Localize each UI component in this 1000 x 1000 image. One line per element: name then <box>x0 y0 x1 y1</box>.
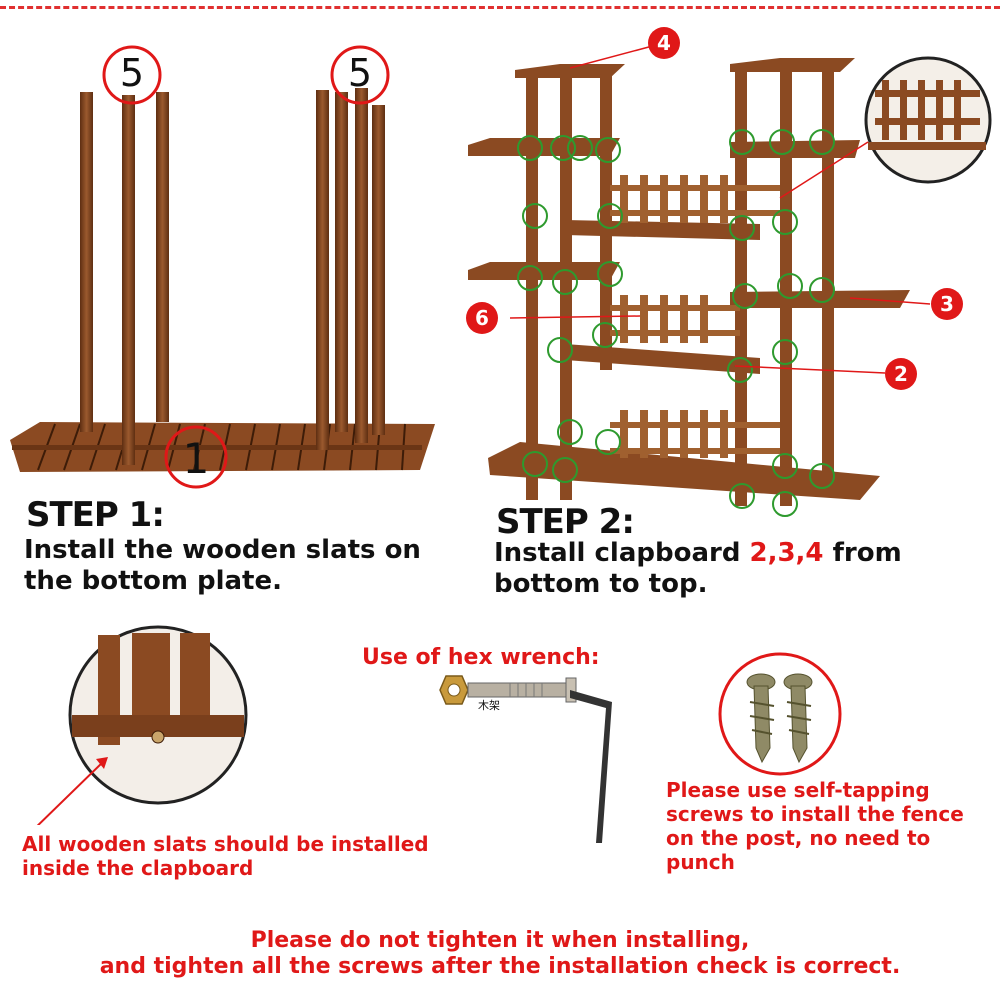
screws-note-line4: punch <box>666 850 735 874</box>
post <box>156 92 169 422</box>
slats-note-line1: All wooden slats should be installed <box>22 832 429 856</box>
step1-line1: Install the wooden slats on <box>24 535 421 565</box>
screws-note: Please use self-tapping screws to instal… <box>666 778 996 874</box>
label-circle-left <box>102 45 162 105</box>
step2-title: STEP 2: <box>496 502 635 542</box>
screws-note-line1: Please use self-tapping <box>666 778 930 802</box>
screws-note-line2: screws to install the fence <box>666 802 964 826</box>
post <box>80 92 93 432</box>
screws-illustration <box>718 652 842 776</box>
hex-wrench-title: Use of hex wrench: <box>362 645 600 670</box>
post <box>122 95 135 465</box>
label-circle-right <box>330 45 390 105</box>
post <box>335 92 348 432</box>
badge-2: 2 <box>885 358 917 390</box>
base-label: 1 <box>182 434 210 483</box>
slats-note: All wooden slats should be installed ins… <box>22 832 482 880</box>
step2-line1-post: from <box>823 538 902 568</box>
step2-line1-nums: 2,3,4 <box>749 538 824 568</box>
post-label-right: 5 <box>347 51 373 95</box>
label-circle-base <box>164 425 228 489</box>
post-label-left: 5 <box>119 51 145 95</box>
step2-description: Install clapboard 2,3,4 from bottom to t… <box>494 538 994 600</box>
top-dashed-border <box>0 6 1000 9</box>
badge-6: 6 <box>466 302 498 334</box>
badge-3: 3 <box>931 288 963 320</box>
step1-description: Install the wooden slats on the bottom p… <box>24 535 474 597</box>
footer-line2: and tighten all the screws after the ins… <box>99 954 901 979</box>
step2-line1: Install clapboard 2,3,4 from <box>494 538 994 569</box>
post <box>372 105 385 435</box>
badge-4: 4 <box>648 27 680 59</box>
step1-line2: the bottom plate. <box>24 566 282 596</box>
step2-line1-pre: Install clapboard <box>494 538 750 568</box>
slats-note-line2: inside the clapboard <box>22 856 254 880</box>
step2-illustration <box>468 43 992 517</box>
hex-wrench-illustration <box>439 675 612 843</box>
screws-note-line3: on the post, no need to <box>666 826 931 850</box>
post <box>355 88 368 443</box>
post <box>316 90 329 450</box>
footer-line1: Please do not tighten it when installing… <box>250 928 750 953</box>
bolt-label: 木架 <box>478 699 500 712</box>
step1-title: STEP 1: <box>26 495 165 535</box>
step1-illustration <box>10 45 435 489</box>
step2-line2: bottom to top. <box>494 569 708 599</box>
footer-warning: Please do not tighten it when installing… <box>0 928 1000 980</box>
slats-detail-illustration <box>36 625 248 825</box>
